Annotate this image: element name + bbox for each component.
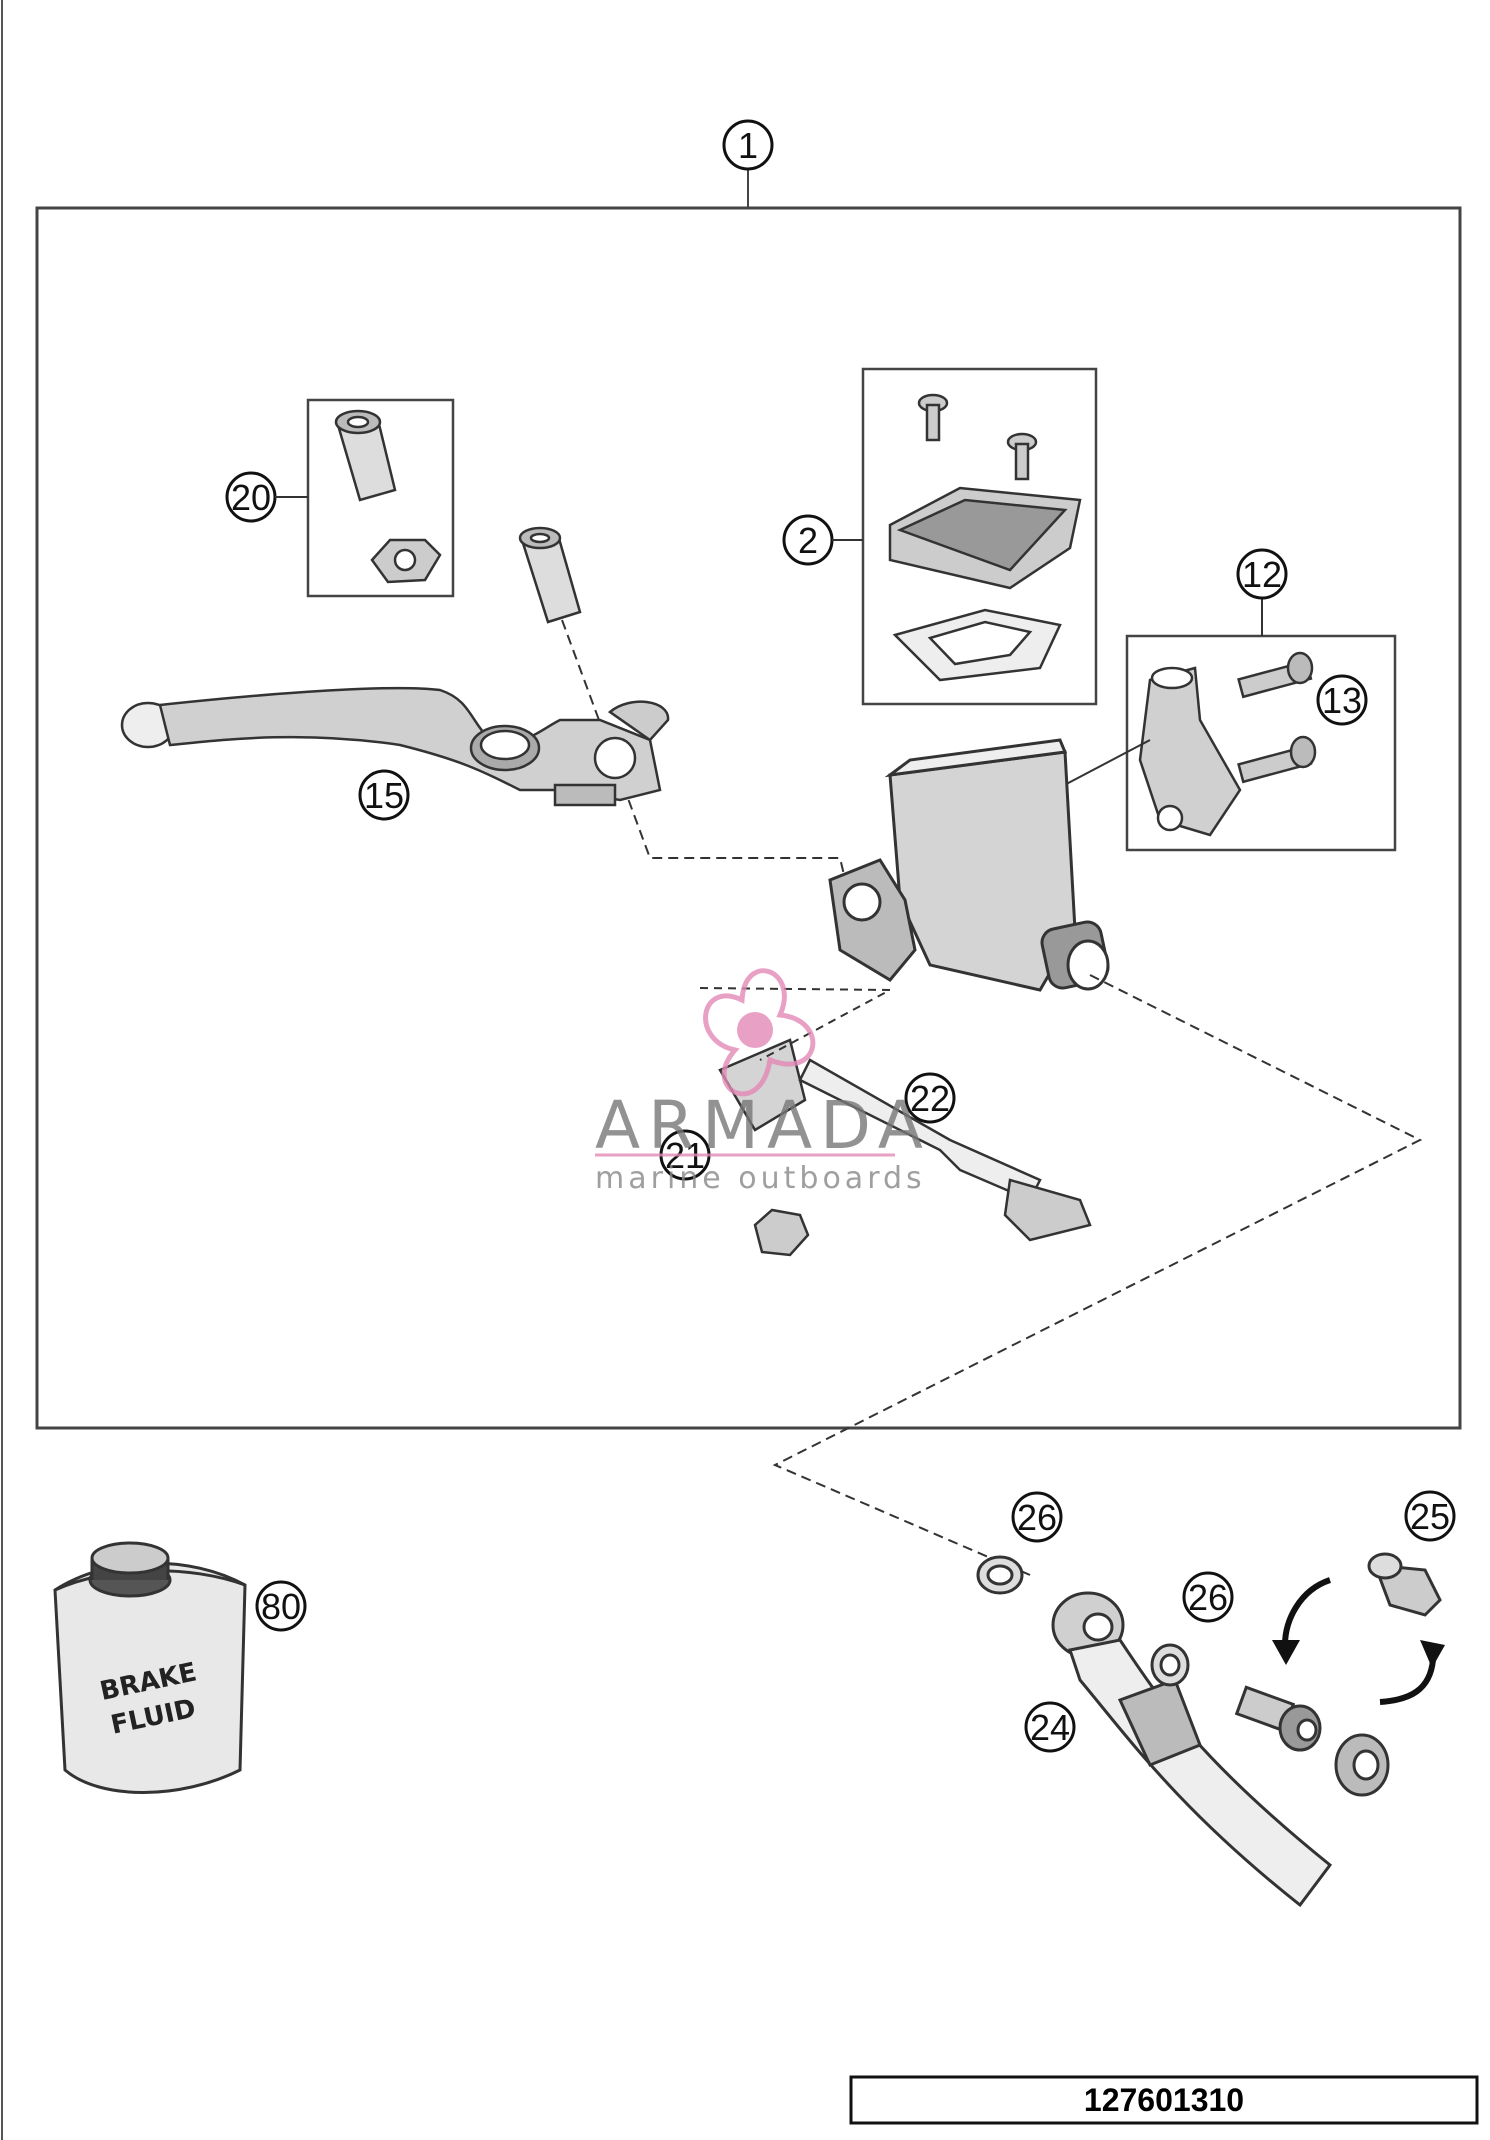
svg-text:12: 12: [1242, 554, 1282, 595]
svg-text:13: 13: [1322, 680, 1362, 721]
svg-text:20: 20: [231, 477, 271, 518]
guide-sleeve-part: [334, 409, 397, 502]
assembly-frame: [35, 206, 1462, 1430]
clamp-bolt-part: [1237, 651, 1314, 699]
callout-26[interactable]: 26: [1011, 1491, 1063, 1543]
rotation-arrow-icon: [1272, 1577, 1332, 1665]
drawing-number-box: [849, 2075, 1479, 2125]
screw-part: [1006, 432, 1038, 481]
cap-part: [1334, 1733, 1390, 1797]
svg-text:26: 26: [1017, 1497, 1057, 1538]
svg-text:2: 2: [798, 520, 818, 561]
screw-part: [917, 393, 949, 442]
callout-2[interactable]: 2: [782, 514, 834, 566]
svg-text:marine outboards: marine outboards: [595, 1161, 926, 1196]
callout-13[interactable]: 13: [1316, 674, 1368, 726]
clamp-part: [1138, 666, 1242, 837]
watermark: ARMADA marine outboards: [595, 968, 931, 1196]
bleeder-screw-part: [1367, 1552, 1442, 1617]
svg-text:22: 22: [910, 1078, 950, 1119]
reservoir-cover-part: [888, 486, 1082, 590]
svg-text:80: 80: [261, 1586, 301, 1627]
callout-22[interactable]: 22: [904, 1072, 956, 1124]
nut-part: [370, 538, 442, 584]
callout-25[interactable]: 25: [1404, 1490, 1456, 1542]
clutch-lever-part: [120, 686, 670, 807]
drawing-number: 127601310: [1084, 2082, 1244, 2118]
subbox-2: [861, 367, 1098, 706]
propeller-logo-icon: [703, 968, 816, 1097]
svg-text:15: 15: [364, 775, 404, 816]
washer-part: [1150, 1643, 1190, 1687]
callout-80[interactable]: 80: [255, 1580, 307, 1632]
banjo-bolt-part: [1234, 1685, 1322, 1752]
svg-text:26: 26: [1188, 1577, 1228, 1618]
callout-12[interactable]: 12: [1236, 548, 1288, 600]
callout-26[interactable]: 26: [1182, 1571, 1234, 1623]
callout-20[interactable]: 20: [225, 471, 277, 523]
rotation-arrow-icon: [1379, 1640, 1445, 1705]
svg-text:25: 25: [1410, 1496, 1450, 1537]
brake-fluid-can-part: [53, 1541, 247, 1794]
brake-hose-part: [1051, 1591, 1333, 1908]
callout-1[interactable]: 1: [722, 119, 774, 171]
callout-15[interactable]: 15: [358, 769, 410, 821]
svg-text:1: 1: [738, 125, 758, 166]
pivot-sleeve-part: [518, 526, 582, 624]
callout-24[interactable]: 24: [1024, 1701, 1076, 1753]
clamp-bolt-part: [1237, 735, 1317, 784]
diaphragm-gasket-part: [892, 608, 1062, 682]
washer-part: [976, 1555, 1024, 1595]
svg-text:ARMADA: ARMADA: [595, 1087, 931, 1164]
master-cylinder-body-part: [828, 738, 1110, 992]
svg-text:24: 24: [1030, 1707, 1070, 1748]
